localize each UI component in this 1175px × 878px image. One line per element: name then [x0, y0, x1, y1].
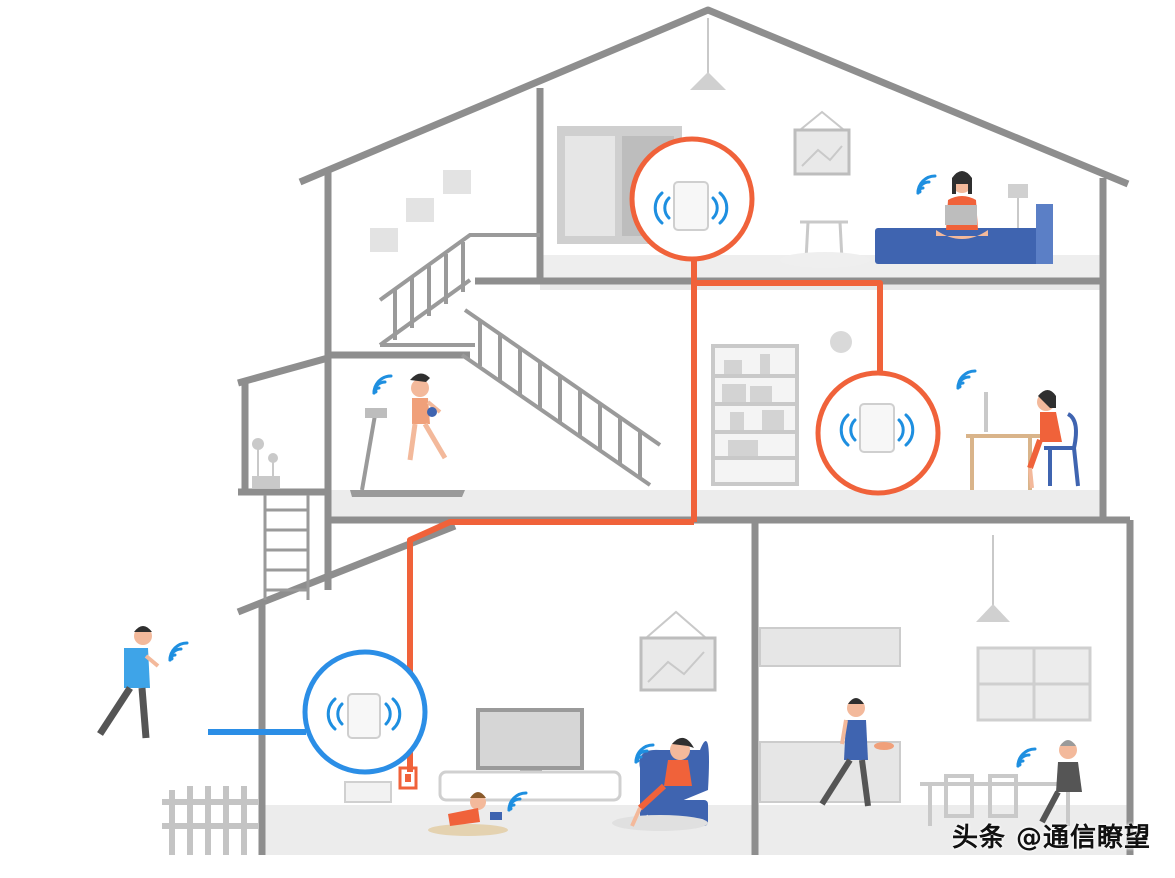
lower-staircase: [460, 308, 662, 487]
watermark-caption: 头条 @通信瞭望: [951, 823, 1151, 853]
dining-table: [920, 774, 1080, 826]
person-on-bed-with-laptop: [936, 171, 988, 239]
bookshelf-items: [722, 354, 784, 456]
picture-frame-top: [793, 110, 851, 176]
powerline-adapter-icon: [347, 693, 381, 739]
person-on-armchair: [630, 737, 694, 827]
person-walking-outside: [97, 626, 160, 739]
balcony-plants: [252, 438, 280, 488]
treadmill: [350, 408, 465, 497]
person-at-dining-table: [1039, 740, 1082, 824]
ceiling-lamp-kitchen: [976, 535, 1010, 622]
television: [438, 708, 622, 802]
powerline-adapter-icon: [673, 181, 709, 231]
kitchen-window: [976, 646, 1092, 722]
powerline-node-top: [629, 136, 755, 262]
side-table: [780, 220, 870, 268]
small-stool: [344, 781, 392, 803]
powerline-node-ground: [302, 649, 428, 775]
wifi-signal-icon-gym: [372, 374, 393, 395]
attic-wall-tiles: [370, 170, 471, 252]
balcony-ladder: [263, 495, 310, 600]
wifi-signal-icon-outside: [168, 641, 189, 662]
powerline-node-middle: [815, 370, 941, 496]
picture-frame-living-room: [639, 610, 717, 692]
wall-clock: [830, 331, 852, 353]
person-carrying-dish: [819, 698, 894, 807]
wifi-signal-icon-study: [956, 369, 977, 390]
house-walls: [236, 6, 1134, 855]
garden-fence: [162, 786, 258, 855]
wifi-signal-icon-bedroom: [916, 174, 937, 195]
upper-staircase: [378, 233, 540, 347]
powerline-adapter-icon: [859, 403, 895, 453]
person-running: [407, 373, 448, 461]
child-on-floor: [428, 792, 508, 836]
bed: [875, 184, 1053, 264]
ceiling-lamp-top: [690, 18, 726, 90]
kitchen-cabinets: [759, 627, 901, 803]
person-at-desk: [1027, 390, 1062, 489]
wifi-signal-icon-dining: [1016, 747, 1037, 768]
office-chair: [1044, 412, 1080, 487]
